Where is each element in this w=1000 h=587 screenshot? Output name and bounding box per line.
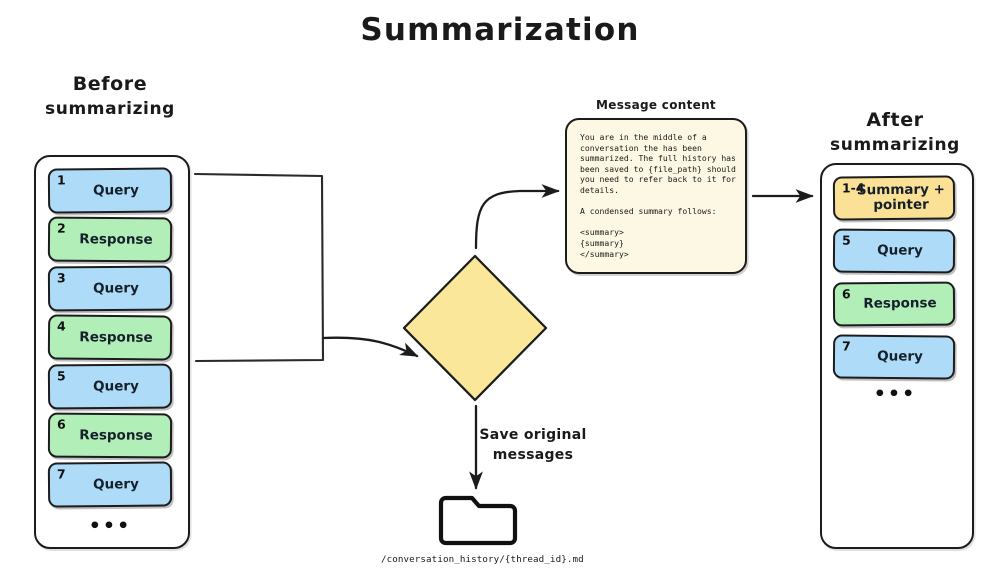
compaction-step-label: Compaction step [405, 310, 545, 352]
message-card-label: Query [877, 348, 923, 365]
message-content-text: You are in the middle of a conversation … [580, 132, 736, 259]
save-original-messages-label: Save original messages [473, 425, 593, 465]
storage-path-caption: /conversation_history/{thread_id}.md [381, 554, 584, 565]
after-ellipsis: ••• [873, 383, 917, 405]
message-card-label: Response [79, 230, 153, 248]
message-card-label: Response [863, 295, 937, 312]
before-heading-line2: summarizing [45, 99, 175, 119]
before-bracket [193, 172, 325, 363]
message-card-label: Query [93, 377, 139, 395]
before-heading-line1: Before [72, 73, 148, 95]
page-title: Summarization [360, 12, 640, 48]
message-content-label: Message content [596, 98, 716, 112]
save-label-line1: Save original [479, 427, 587, 443]
after-heading-line1: After [866, 109, 924, 131]
after-heading-line2: summarizing [830, 135, 960, 155]
arrow-compaction-to-message [474, 184, 560, 250]
message-card-label: Query [93, 181, 139, 199]
arrow-bracket-to-compaction [321, 336, 419, 358]
save-label-line2: messages [492, 447, 574, 463]
message-card-label: Query [877, 242, 923, 259]
message-card-label: Query [93, 475, 139, 493]
filesystem-label: Filesystem [445, 521, 517, 534]
compaction-label-line2: step [456, 333, 494, 349]
after-column-heading: After summarizing [820, 108, 970, 158]
message-card-label: Response [79, 426, 153, 444]
message-card-label: Response [79, 328, 153, 346]
before-column-heading: Before summarizing [34, 72, 186, 122]
compaction-label-line1: Compaction [426, 312, 524, 328]
before-ellipsis: ••• [88, 515, 132, 537]
message-card-label: Summary +pointer [856, 181, 946, 214]
message-content-box: You are in the middle of a conversation … [565, 118, 747, 274]
message-card-label: Query [93, 279, 139, 297]
